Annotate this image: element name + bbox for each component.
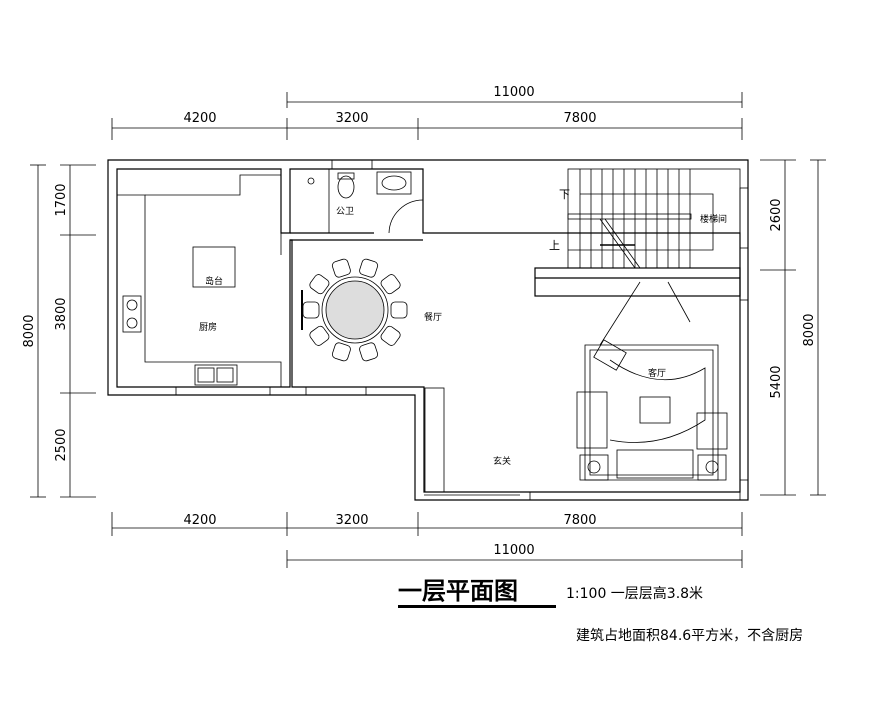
room-toilet: 公卫: [336, 206, 354, 217]
dining-chair: [309, 274, 330, 295]
dimension-left: [30, 164, 96, 498]
dim-bottom-mid: 3200: [335, 513, 368, 528]
plan-scale: 1:100 一层层高3.8米: [566, 585, 703, 602]
dining-chair: [302, 301, 320, 319]
kitchen-counter: [117, 174, 282, 387]
dim-bottom-total: 11000: [493, 543, 534, 558]
dim-right-total: 8000: [802, 313, 817, 346]
room-island: 岛台: [205, 275, 223, 287]
dim-top-right: 7800: [563, 111, 596, 126]
toilet-fixtures: [307, 169, 424, 234]
stair-down: 下: [559, 188, 570, 201]
dim-left-bottom: 2500: [54, 428, 69, 461]
plan-title: 一层平面图: [398, 577, 518, 605]
plan-note: 建筑占地面积84.6平方米，不含厨房: [576, 628, 803, 644]
dining-table: [301, 258, 408, 362]
dim-bottom-right: 7800: [563, 513, 596, 528]
room-foyer: 玄关: [493, 455, 511, 467]
room-kitchen: 厨房: [199, 321, 217, 333]
dim-right-top: 2600: [769, 198, 784, 231]
dim-left-mid: 3800: [54, 297, 69, 330]
dim-left-top: 1700: [54, 183, 69, 216]
living-furniture: [424, 281, 728, 493]
room-dining: 餐厅: [424, 311, 442, 323]
dining-chair: [359, 258, 379, 278]
dim-top-mid: 3200: [335, 111, 368, 126]
dimension-right: [760, 159, 826, 496]
dining-chair: [390, 301, 408, 319]
room-stair: 楼梯间: [700, 213, 727, 225]
dining-chair: [380, 325, 401, 346]
dining-chair: [331, 342, 351, 362]
dining-chair: [331, 258, 351, 278]
dim-right-bottom: 5400: [769, 365, 784, 398]
dim-bottom-left: 4200: [183, 513, 216, 528]
dim-top-total: 11000: [493, 85, 534, 100]
dimension-bottom: [111, 512, 743, 568]
dim-left-total: 8000: [22, 314, 37, 347]
dining-chair: [359, 342, 379, 362]
dim-top-left: 4200: [183, 111, 216, 126]
windows: [175, 159, 749, 501]
title-underline: [398, 605, 556, 608]
dining-chair: [309, 325, 330, 346]
room-living: 客厅: [648, 367, 666, 379]
dining-chair: [380, 274, 401, 295]
staircase: [567, 168, 741, 269]
dimension-top: [111, 92, 743, 140]
stair-up: 上: [549, 239, 560, 252]
